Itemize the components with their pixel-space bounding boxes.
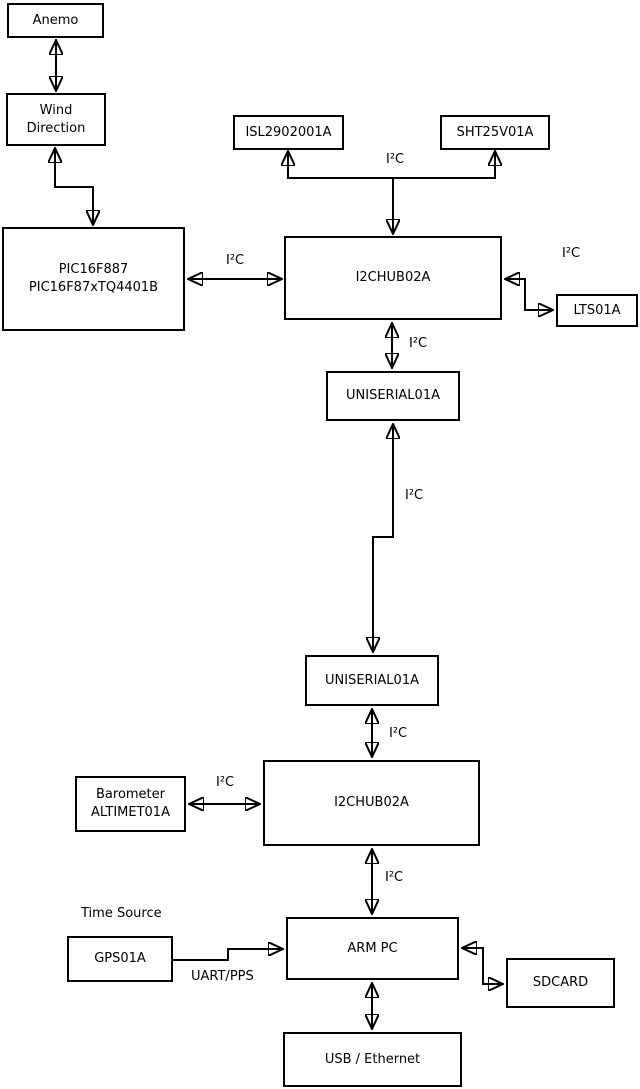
node-i2c-hub-bottom: I2CHUB02A [263, 760, 480, 846]
node-gps-label: GPS01A [94, 951, 146, 967]
wire-arm-sdcard [462, 948, 503, 984]
wire-wind-pic [55, 148, 93, 225]
edge-label-i2c-hub-armpc: I²C [385, 870, 404, 885]
node-isl-sensor-label: ISL2902001A [245, 124, 332, 140]
node-anemometer-label: Anemo [32, 12, 79, 28]
edge-label-uart-pps: UART/PPS [191, 969, 254, 984]
node-barometer: Barometer ALTIMET01A [75, 776, 186, 832]
node-wind-direction: Wind Direction [6, 93, 106, 146]
edge-label-i2c-uniserial-link: I²C [405, 488, 424, 503]
wire-gps-arm [173, 949, 283, 961]
node-usb-ethernet: USB / Ethernet [283, 1032, 462, 1087]
node-sht-sensor: SHT25V01A [440, 115, 550, 150]
node-lts-sensor: LTS01A [556, 294, 638, 327]
node-sht-sensor-label: SHT25V01A [456, 124, 534, 140]
wire-uni1-uni2 [373, 424, 393, 652]
node-wind-direction-label: Wind Direction [26, 102, 86, 136]
node-anemometer: Anemo [7, 3, 104, 38]
node-sdcard: SDCARD [506, 958, 615, 1008]
node-uniserial-top: UNISERIAL01A [326, 371, 460, 421]
edge-label-i2c-hub-lts: I²C [562, 246, 581, 261]
edge-label-i2c-sensor-bus: I²C [386, 152, 405, 167]
node-arm-pc-label: ARM PC [347, 940, 398, 956]
node-i2c-hub-top-label: I2CHUB02A [355, 270, 431, 286]
node-sdcard-label: SDCARD [532, 975, 589, 991]
node-usb-ethernet-label: USB / Ethernet [324, 1051, 421, 1067]
node-arm-pc: ARM PC [286, 917, 459, 980]
edge-label-time-source: Time Source [81, 906, 162, 921]
node-uniserial-bottom-label: UNISERIAL01A [325, 672, 419, 688]
edge-label-i2c-barometer-hub: I²C [216, 775, 235, 790]
node-i2c-hub-top: I2CHUB02A [284, 236, 502, 320]
edge-label-i2c-pic-hub: I²C [226, 253, 245, 268]
wire-hub1-lts [505, 279, 553, 310]
node-gps: GPS01A [67, 936, 173, 982]
node-isl-sensor: ISL2902001A [233, 115, 344, 150]
node-barometer-label: Barometer ALTIMET01A [91, 787, 170, 820]
node-uniserial-top-label: UNISERIAL01A [346, 388, 440, 404]
node-pic-microcontroller-label: PIC16F887 PIC16F87xTQ4401B [28, 262, 159, 295]
node-i2c-hub-bottom-label: I2CHUB02A [334, 795, 409, 811]
edge-label-i2c-hub-uniserial: I²C [409, 336, 428, 351]
node-uniserial-bottom: UNISERIAL01A [305, 655, 439, 706]
edge-label-i2c-uniserial-hub: I²C [389, 726, 408, 741]
node-lts-sensor-label: LTS01A [573, 302, 621, 318]
node-pic-microcontroller: PIC16F887 PIC16F87xTQ4401B [2, 227, 185, 331]
